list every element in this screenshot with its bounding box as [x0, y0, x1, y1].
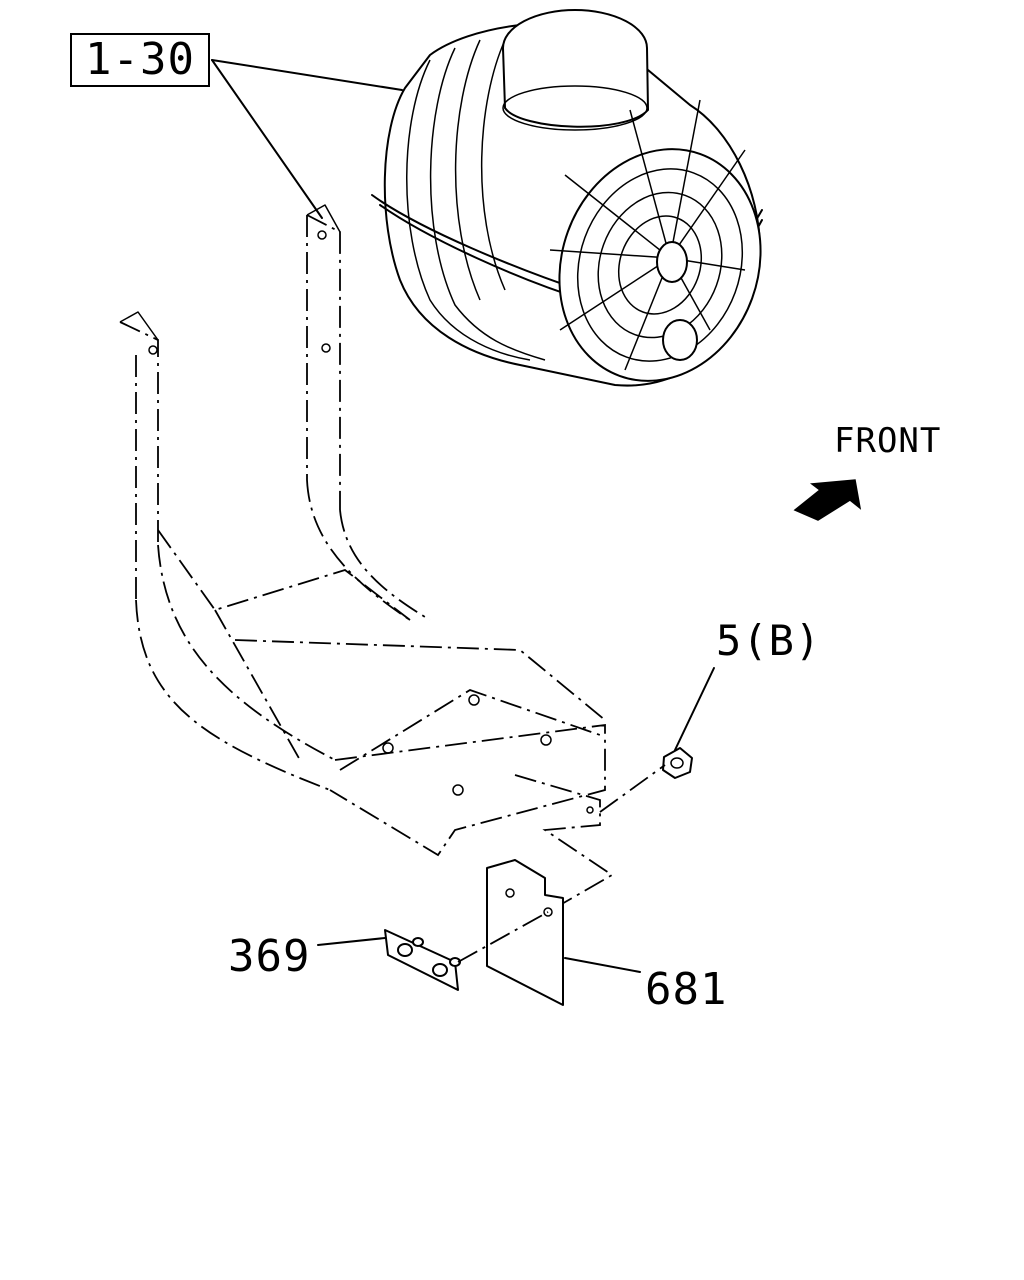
air-cleaner-assembly: [371, 9, 763, 387]
leader-lines: [211, 59, 715, 973]
mounting-bracket-phantom: [119, 204, 614, 906]
front-direction-label: FRONT: [834, 421, 942, 461]
front-arrow-icon: [793, 479, 862, 521]
nut-callout-label: 5(B): [716, 616, 822, 665]
bolt-plate-callout-label: 369: [228, 931, 311, 982]
nut-axis-line: [599, 764, 666, 813]
nut-5b-shape: [662, 747, 693, 779]
bracket-681-shape: [486, 859, 564, 1006]
bolt-plate-369-shape: [384, 929, 461, 991]
bolt-axis-line: [457, 911, 549, 963]
bracket-callout-label: 681: [645, 964, 728, 1015]
assembly-callout-label: 1-30: [70, 33, 210, 87]
